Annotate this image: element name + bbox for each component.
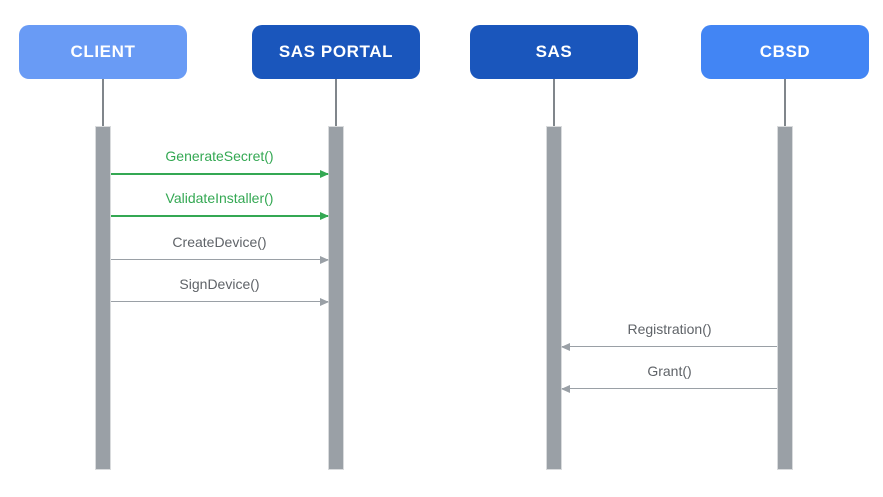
activation-bar-sas-portal [328,126,344,470]
message-label: SignDevice() [179,276,260,292]
actor-box-cbsd: CBSD [701,25,869,79]
arrowhead-icon [320,297,329,306]
actor-box-sas: SAS [470,25,638,79]
message-arrow [111,301,328,303]
lifeline-sas [553,79,555,126]
message-label: Registration() [627,321,712,337]
message-arrow [111,173,328,175]
actor-box-sas-portal: SAS PORTAL [252,25,420,79]
actor-box-client: CLIENT [19,25,187,79]
message-label: Grant() [647,363,692,379]
activation-bar-cbsd [777,126,793,470]
lifeline-cbsd [784,79,786,126]
arrowhead-icon [320,169,329,178]
activation-bar-sas [546,126,562,470]
lifeline-sas-portal [335,79,337,126]
message-label: ValidateInstaller() [165,190,274,206]
arrowhead-icon [561,384,570,393]
arrowhead-icon [561,342,570,351]
message-label: GenerateSecret() [165,148,274,164]
arrowhead-icon [320,211,329,220]
message-arrow [562,388,777,390]
message-arrow [111,215,328,217]
arrowhead-icon [320,255,329,264]
lifeline-client [102,79,104,126]
message-arrow [562,346,777,348]
activation-bar-client [95,126,111,470]
message-arrow [111,259,328,261]
message-label: CreateDevice() [172,234,267,250]
